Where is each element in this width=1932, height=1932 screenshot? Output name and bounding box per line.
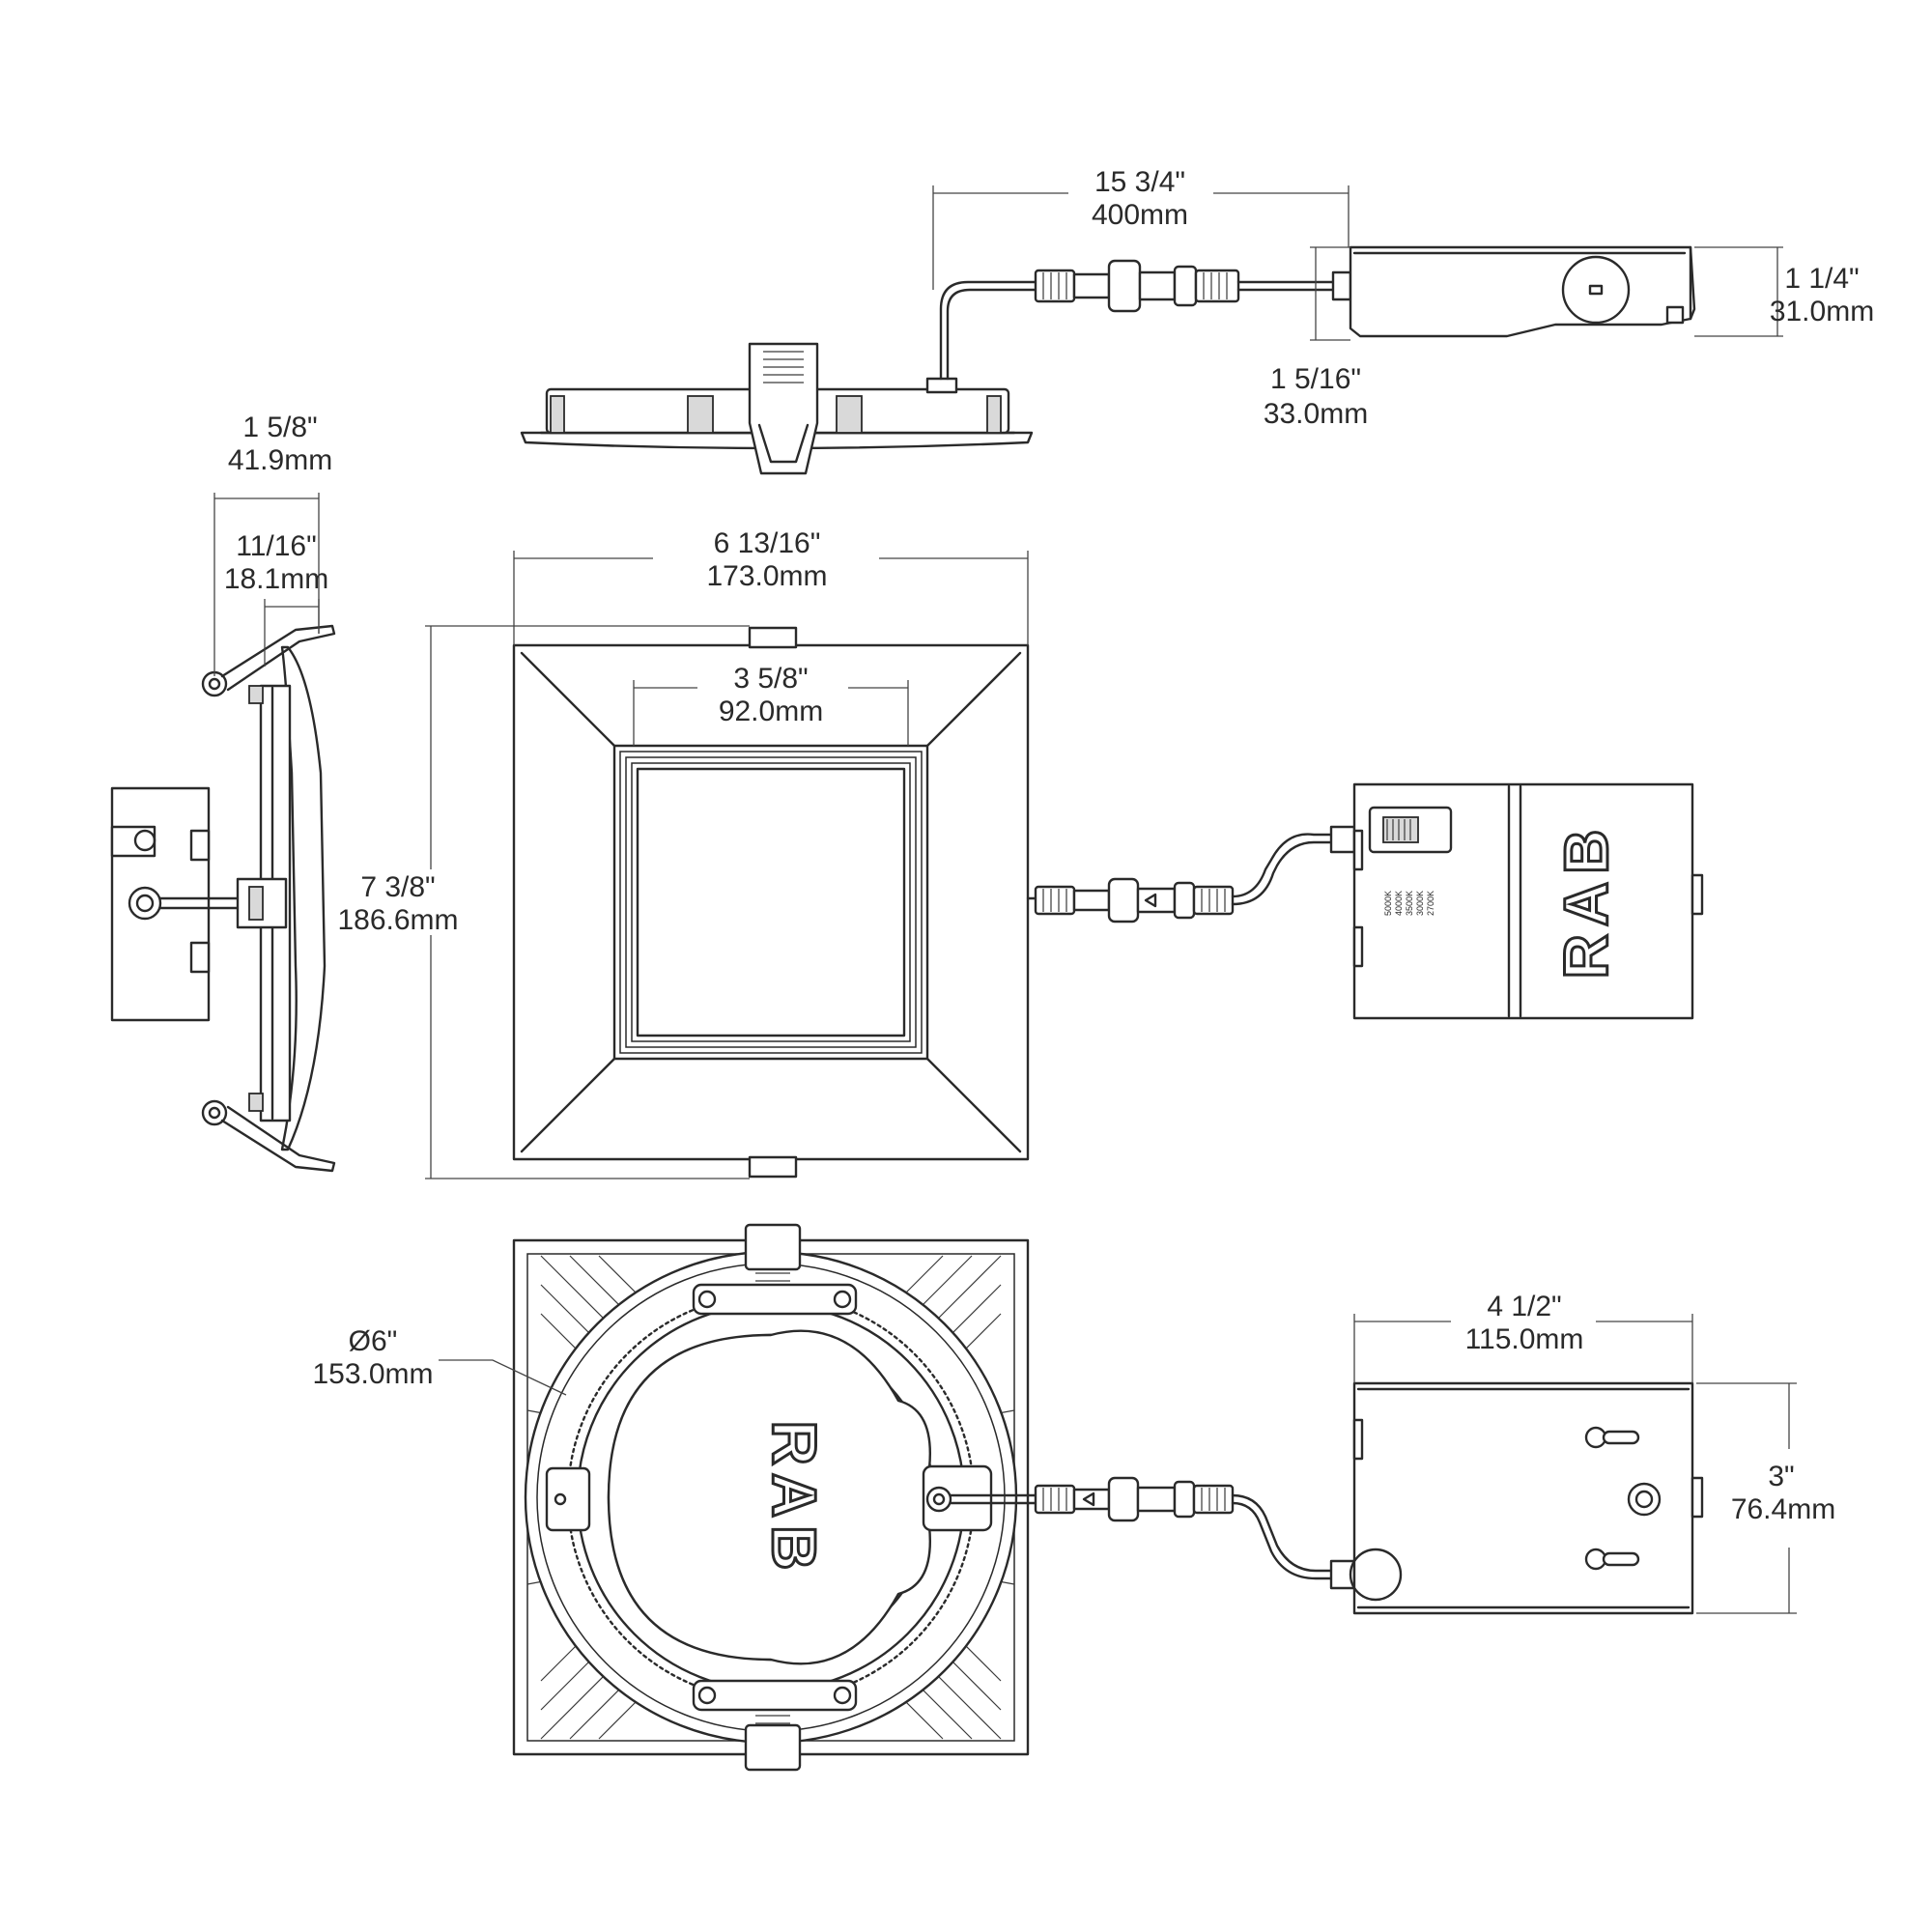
dim-cutout-diameter-imperial: Ø6" bbox=[349, 1325, 398, 1357]
front-top-tab bbox=[748, 626, 798, 649]
dim-overall-height-metric: 186.6mm bbox=[337, 904, 458, 936]
back-driver-box bbox=[1352, 1381, 1694, 1615]
dim-driver-length-metric: 115.0mm bbox=[1465, 1323, 1584, 1355]
dim-driver-height-imperial: 1 1/4" bbox=[1784, 263, 1859, 295]
cct-option-4000k: 4000K bbox=[1394, 891, 1404, 916]
dim-trim-width-imperial: 6 13/16" bbox=[714, 527, 821, 559]
cct-option-3500k: 3500K bbox=[1405, 891, 1414, 916]
profile-connector bbox=[1034, 259, 1240, 313]
dim-side-total-metric: 41.9mm bbox=[228, 444, 332, 476]
back-connector bbox=[1034, 1476, 1235, 1522]
left-side-view: 1 5/8" 41.9mm 11/16" 18.1mm bbox=[110, 412, 336, 1173]
dim-driver-length-imperial: 4 1/2" bbox=[1487, 1291, 1561, 1322]
dim-trim-width-metric: 173.0mm bbox=[706, 560, 827, 592]
back-view: RAB bbox=[312, 1223, 1835, 1772]
dim-driver-depth-imperial: 1 5/16" bbox=[1270, 363, 1361, 395]
dim-aperture-width-imperial: 3 5/8" bbox=[733, 663, 808, 695]
dim-driver-width-metric: 76.4mm bbox=[1731, 1493, 1835, 1525]
dim-aperture-width-metric: 92.0mm bbox=[719, 696, 823, 727]
front-bottom-tab bbox=[748, 1155, 798, 1179]
driver-logo: RAB bbox=[1551, 822, 1621, 980]
profile-driver-box bbox=[1331, 245, 1696, 338]
dim-cutout-diameter-metric: 153.0mm bbox=[312, 1358, 433, 1390]
top-profile-view: 15 3/4" 400mm 1 1/4" 31.0mm 1 5/16" 33.0… bbox=[520, 166, 1874, 475]
dim-side-total-imperial: 1 5/8" bbox=[242, 412, 317, 443]
front-aperture-frame bbox=[612, 744, 929, 1061]
dim-driver-height-metric: 31.0mm bbox=[1770, 296, 1874, 327]
cct-option-2700k: 2700K bbox=[1426, 891, 1435, 916]
back-logo: RAB bbox=[759, 1421, 829, 1578]
front-view: 5000K 4000K 3500K 3000K 2700K RAB 6 13/1… bbox=[337, 527, 1704, 1179]
dim-side-trim-metric: 18.1mm bbox=[224, 563, 328, 595]
cct-option-5000k: 5000K bbox=[1383, 891, 1393, 916]
cct-option-3000k: 3000K bbox=[1415, 891, 1425, 916]
cct-options-list: 5000K 4000K 3500K 3000K 2700K bbox=[1383, 891, 1435, 916]
dim-driver-width-imperial: 3" bbox=[1768, 1461, 1794, 1492]
dim-overall-height-imperial: 7 3/8" bbox=[360, 871, 435, 903]
dim-cord-length-metric: 400mm bbox=[1092, 199, 1188, 231]
front-lens bbox=[636, 767, 906, 1037]
dim-side-trim-imperial: 11/16" bbox=[236, 530, 317, 562]
front-connector bbox=[1034, 877, 1235, 923]
profile-spring-clip bbox=[748, 342, 819, 475]
dim-driver-depth-metric: 33.0mm bbox=[1264, 398, 1368, 430]
dim-cord-length-imperial: 15 3/4" bbox=[1094, 166, 1185, 198]
